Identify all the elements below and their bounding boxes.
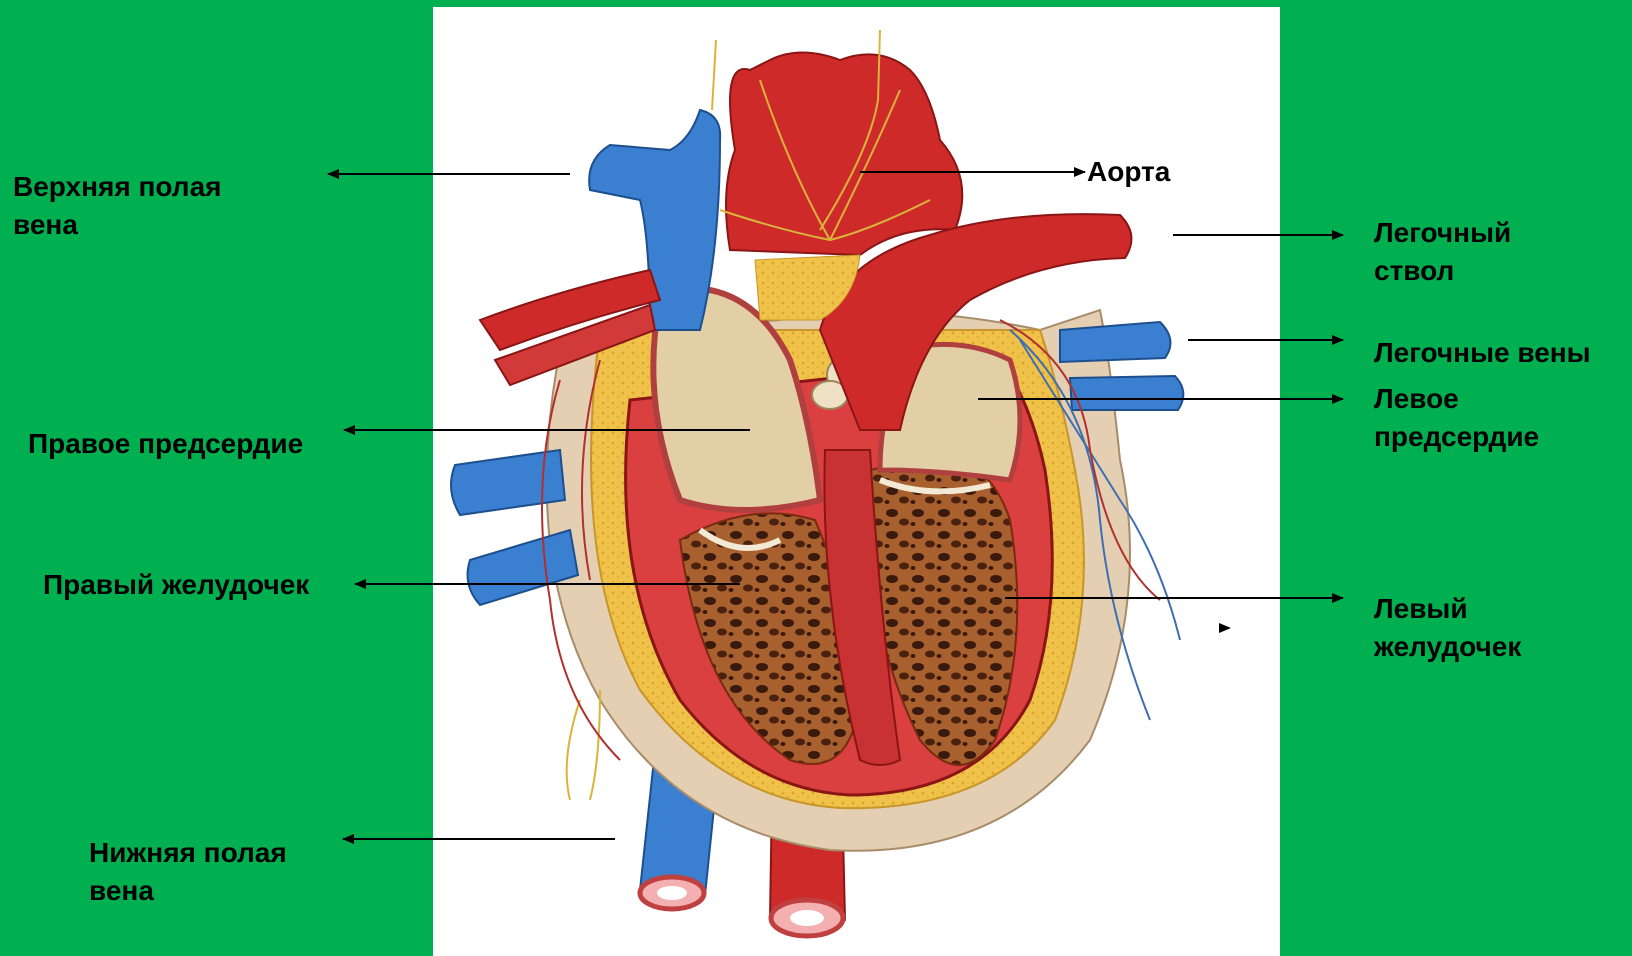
label-right-ventricle: Правый желудочек <box>43 566 309 604</box>
label-superior-vena-cava: Верхняя полая вена <box>13 168 221 244</box>
stray-arrowhead <box>1219 623 1231 633</box>
label-pulmonary-veins: Легочные вены <box>1374 334 1591 372</box>
label-right-atrium: Правое предсердие <box>28 425 303 463</box>
label-aorta: Аорта <box>1087 153 1170 191</box>
label-inferior-vena-cava: Нижняя полая вена <box>89 834 287 910</box>
label-pulmonary-trunk: Легочный ствол <box>1374 214 1511 290</box>
label-left-atrium: Левое предсердие <box>1374 380 1539 456</box>
label-left-ventricle: Левый желудочек <box>1374 590 1521 666</box>
